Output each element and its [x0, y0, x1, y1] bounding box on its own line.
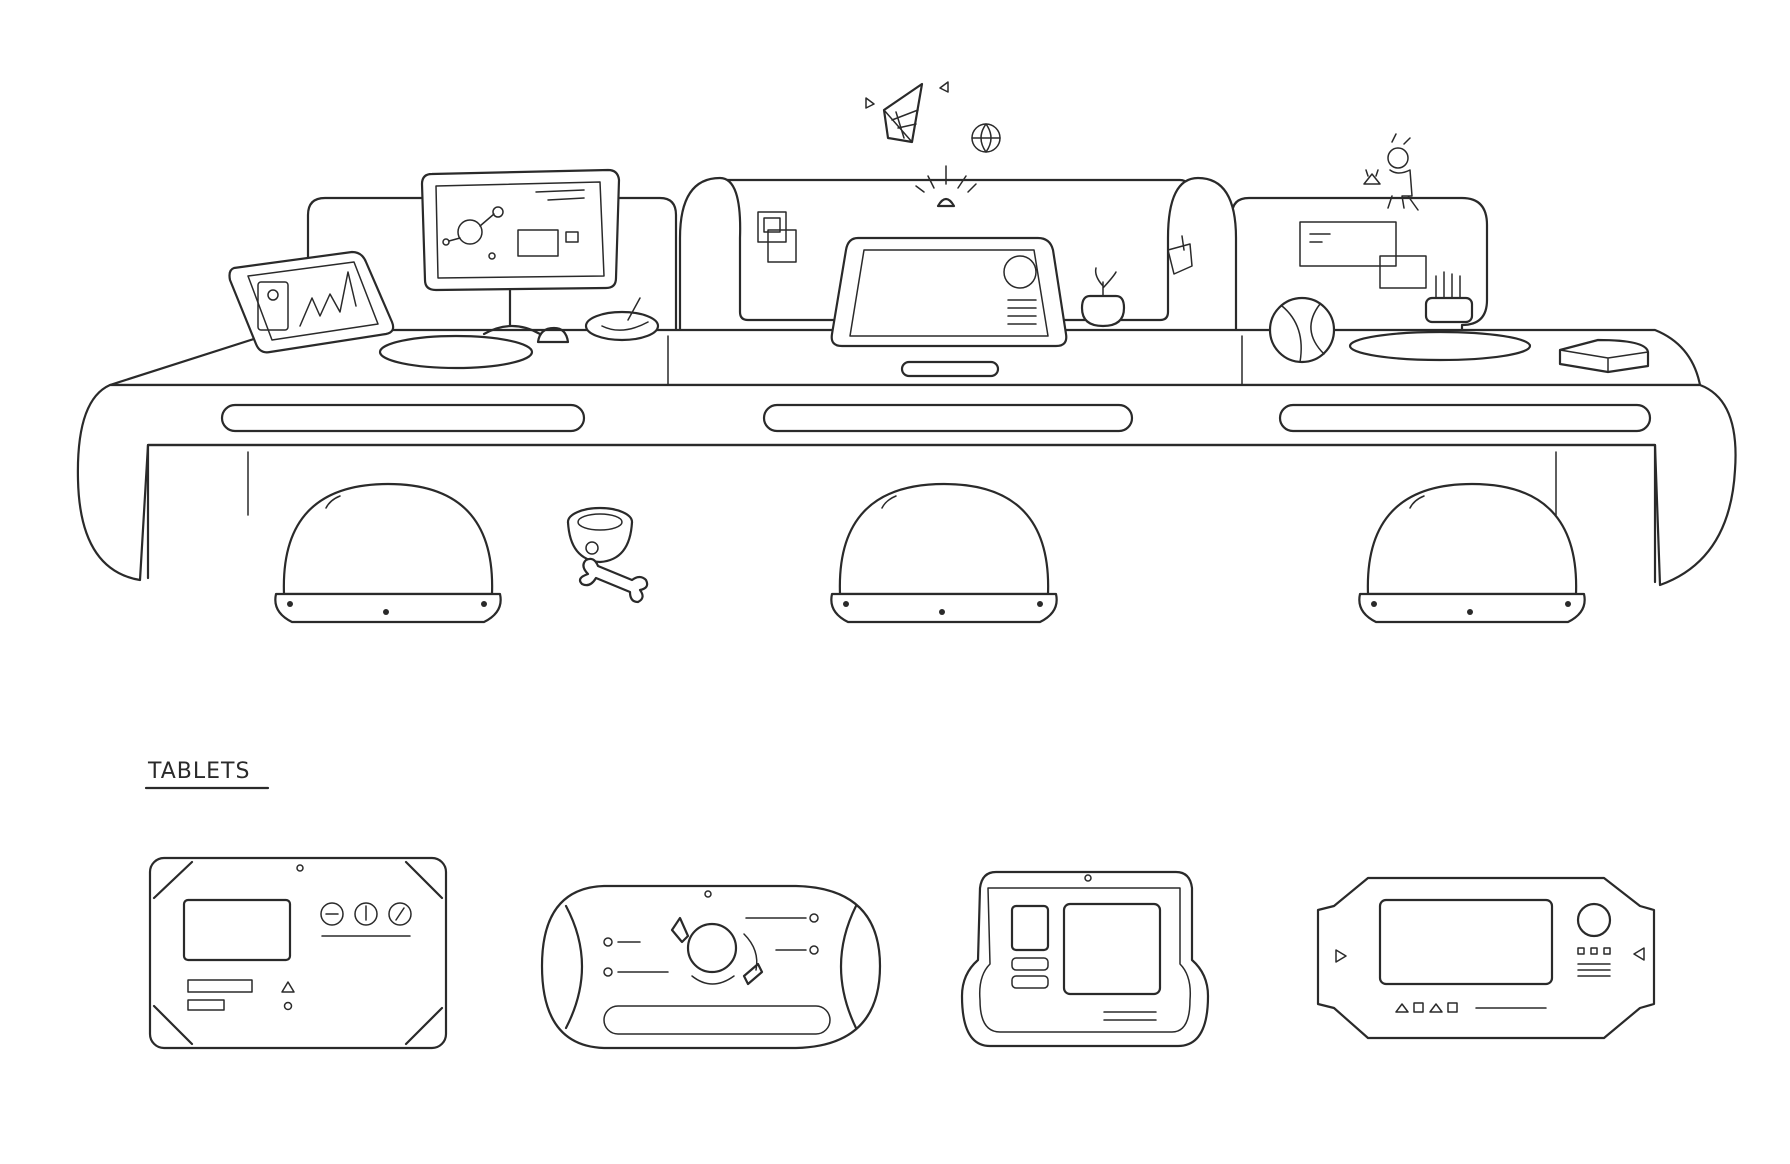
section-label: TABLETS	[147, 759, 250, 784]
pencil-holder	[1424, 271, 1474, 324]
tablet-rounded-base	[960, 870, 1210, 1048]
ball	[1268, 296, 1336, 364]
desk-assembly	[76, 81, 1737, 624]
hologram-crystal	[865, 81, 949, 144]
front-slot-center	[762, 403, 1134, 433]
center-keyboard	[900, 360, 1000, 378]
keyboard-pad-left	[378, 334, 534, 370]
desk-under-recess	[146, 443, 1657, 584]
sticky-notes	[757, 211, 797, 263]
tablet-octagonal	[1316, 876, 1656, 1040]
plant	[1080, 267, 1126, 328]
pinned-note	[1167, 235, 1193, 275]
seat-left	[274, 482, 502, 624]
tablet-capsule	[540, 884, 882, 1050]
bone	[578, 557, 649, 604]
desk-inner-legs	[247, 451, 1557, 516]
wall-screens	[1299, 221, 1427, 289]
hologram-globe	[971, 123, 1001, 153]
book	[1558, 338, 1650, 374]
hologram-projector	[915, 165, 977, 208]
front-slot-right	[1278, 403, 1652, 433]
tablet-rectangular	[148, 856, 448, 1050]
mouse	[536, 326, 570, 344]
desk-tablet	[228, 250, 395, 354]
bowl	[584, 297, 660, 342]
center-display	[830, 236, 1068, 348]
monitor	[420, 168, 621, 336]
pet-bowl	[566, 506, 634, 564]
desk-front-apron	[76, 383, 1737, 587]
figurine	[1363, 133, 1419, 211]
keyboard-pad-right	[1348, 330, 1532, 362]
front-slot-left	[220, 403, 586, 433]
seat-right	[1358, 482, 1586, 624]
seat-center	[830, 482, 1058, 624]
